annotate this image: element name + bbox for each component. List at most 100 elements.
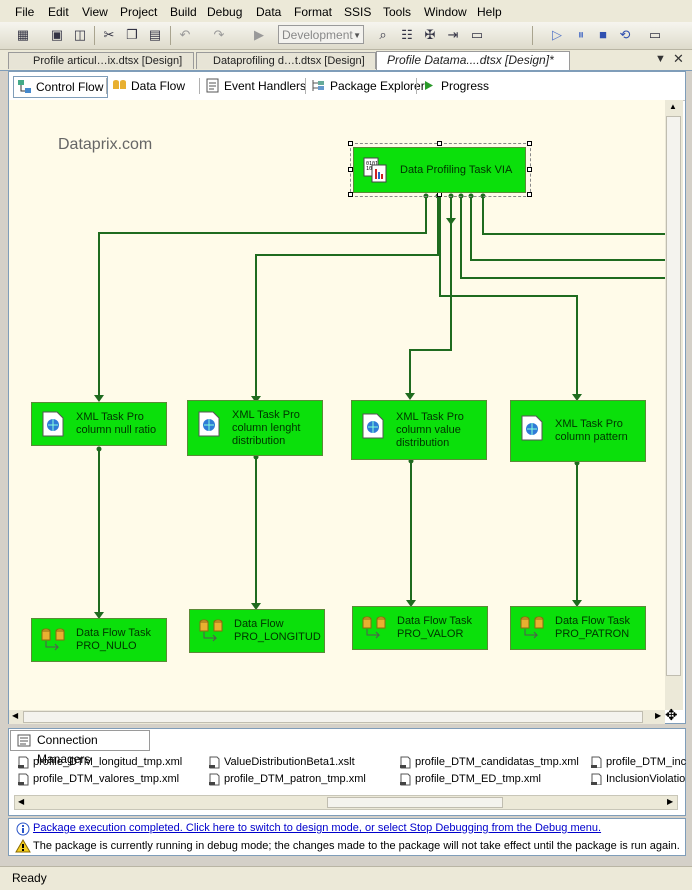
connection-managers-scrollbar[interactable]: ◀ ▶	[14, 795, 678, 810]
menu-bar: File Edit View Project Build Debug Data …	[0, 0, 692, 23]
stop-icon[interactable]: ■	[599, 27, 607, 42]
copy-icon[interactable]: ❐	[126, 27, 138, 42]
constraint-root-xml4	[409, 196, 452, 393]
horizontal-scroll-thumb[interactable]	[23, 711, 643, 723]
document-tabs: Profile articul…ix.dtsx [Design] Datapro…	[0, 50, 692, 71]
scroll-right-icon[interactable]: ▶	[655, 711, 662, 720]
tools-icon[interactable]: ✠	[424, 27, 436, 42]
control-flow-canvas[interactable]: Dataprix.com 01011010 Data Profiling Tas…	[9, 100, 665, 710]
file-connection-icon	[18, 756, 29, 769]
vertical-scroll-thumb[interactable]	[666, 116, 681, 676]
file-connection-icon	[400, 756, 411, 769]
continue-icon[interactable]: ▷	[552, 27, 562, 42]
connection-item[interactable]: profile_DTM_longitud_tmp.xml	[18, 756, 182, 769]
menu-file[interactable]: File	[15, 5, 35, 19]
data-profiling-task[interactable]: 01011010 Data Profiling Task VIA	[353, 147, 526, 193]
connection-item[interactable]: profile_DTM_ED_tmp.xml	[400, 773, 541, 786]
data-flow-task-patron[interactable]: Data Flow Task PRO_PATRON	[510, 606, 646, 650]
xml-task-null-ratio[interactable]: XML Task Pro column null ratio	[31, 402, 167, 446]
xml-task-icon	[42, 411, 64, 437]
tab-event-handlers[interactable]: Event Handlers	[202, 76, 306, 96]
vertical-scrollbar[interactable]: ▲	[665, 100, 683, 710]
constraint-root-xml2	[255, 196, 439, 396]
save-icon[interactable]: ▣	[50, 27, 64, 42]
info-icon	[16, 822, 30, 836]
tab-data-flow[interactable]: Data Flow	[109, 76, 185, 96]
file-connection-icon	[209, 756, 220, 769]
scroll-right-icon[interactable]: ▶	[667, 797, 674, 806]
xml-task-length-distribution[interactable]: XML Task Pro column lenght distribution	[187, 400, 323, 456]
xml-task-icon	[362, 413, 384, 439]
menu-view[interactable]: View	[82, 5, 108, 19]
tab-doc-1[interactable]: Profile articul…ix.dtsx [Design]	[8, 52, 194, 69]
menu-build[interactable]: Build	[170, 5, 197, 19]
xml-task-pattern[interactable]: XML Task Pro column pattern	[510, 400, 646, 462]
data-flow-task-valor[interactable]: Data Flow Task PRO_VALOR	[352, 606, 488, 650]
window-icon[interactable]: ▭	[470, 27, 484, 42]
event-handlers-icon	[206, 78, 219, 93]
connection-item[interactable]: profile_DTM_candidatas_tmp.xml	[400, 756, 579, 769]
menu-format[interactable]: Format	[294, 5, 333, 19]
connection-item[interactable]: profile_DTM_inc	[591, 756, 692, 768]
tab-progress[interactable]: Progress	[419, 76, 489, 96]
move-icon[interactable]: ✥	[665, 707, 678, 724]
cut-icon[interactable]: ✂	[103, 27, 115, 42]
menu-data[interactable]: Data	[256, 5, 282, 19]
connection-item[interactable]: InclusionViolatio	[591, 773, 692, 785]
connection-managers-icon	[17, 734, 31, 747]
progress-icon	[425, 81, 433, 90]
constraint-root-right-2	[470, 196, 665, 261]
comment-icon[interactable]: ▭	[648, 27, 662, 42]
import-icon[interactable]: ⇥	[447, 27, 459, 42]
menu-window[interactable]: Window	[424, 5, 467, 19]
menu-debug[interactable]: Debug	[207, 5, 243, 19]
restart-icon[interactable]: ⟲	[619, 27, 631, 42]
scroll-left-icon[interactable]: ◀	[18, 797, 25, 806]
connection-item[interactable]: profile_DTM_valores_tmp.xml	[18, 773, 179, 786]
data-flow-icon	[113, 80, 126, 89]
tab-doc-2[interactable]: Dataprofiling d…t.dtsx [Design]	[196, 52, 376, 69]
paste-icon[interactable]: ▤	[148, 27, 162, 42]
file-connection-icon	[18, 773, 29, 786]
start-icon[interactable]: ▶	[254, 27, 264, 42]
tab-dropdown-icon[interactable]: ▼	[655, 53, 666, 65]
configuration-select[interactable]: Development▼	[278, 25, 364, 44]
file-connection-icon	[591, 773, 602, 785]
precedence-constraints	[94, 193, 665, 619]
file-connection-icon	[400, 773, 411, 786]
horizontal-scrollbar[interactable]: ◀ ▶	[9, 710, 665, 724]
save-all-icon[interactable]: ◫	[73, 27, 87, 42]
scroll-up-icon[interactable]: ▲	[669, 102, 677, 111]
menu-edit[interactable]: Edit	[48, 5, 69, 19]
pause-icon[interactable]: ⏸	[577, 27, 585, 42]
svg-text:0101: 0101	[366, 161, 378, 167]
redo-icon[interactable]: ↷	[213, 27, 225, 42]
data-flow-icon	[362, 616, 386, 639]
file-connection-icon	[591, 756, 602, 768]
tab-doc-3[interactable]: Profile Datama....dtsx [Design]*	[376, 51, 570, 70]
connection-item[interactable]: ValueDistributionBeta1.xslt	[209, 756, 355, 769]
scroll-left-icon[interactable]: ◀	[12, 711, 19, 720]
properties-icon[interactable]: ☷	[401, 27, 413, 42]
menu-project[interactable]: Project	[120, 5, 158, 19]
find-icon[interactable]: ⌕	[379, 27, 387, 42]
data-flow-task-nulo[interactable]: Data Flow Task PRO_NULO	[31, 618, 167, 662]
switch-to-design-link[interactable]: Package execution completed. Click here …	[33, 822, 602, 834]
connection-item[interactable]: profile_DTM_patron_tmp.xml	[209, 773, 366, 786]
undo-icon[interactable]: ↶	[179, 27, 191, 42]
xml-task-value-distribution[interactable]: XML Task Pro column value distribution	[351, 400, 487, 460]
menu-help[interactable]: Help	[477, 5, 502, 19]
menu-tools[interactable]: Tools	[383, 5, 412, 19]
tab-package-explorer[interactable]: Package Explorer	[308, 76, 425, 96]
data-flow-task-longitud[interactable]: Data Flow PRO_LONGITUD	[189, 609, 325, 653]
constraint-root-xml3	[439, 196, 578, 394]
menu-ssis[interactable]: SSIS	[344, 5, 372, 19]
connection-scroll-thumb[interactable]	[327, 797, 503, 808]
close-icon[interactable]: ✕	[673, 51, 684, 66]
tab-control-flow[interactable]: Control Flow	[13, 76, 109, 98]
new-project-icon[interactable]: ▦	[16, 27, 30, 42]
tab-connection-managers[interactable]: Connection Managers	[10, 730, 150, 766]
data-profiling-icon: 01011010	[363, 157, 387, 183]
control-flow-icon	[18, 80, 31, 93]
constraint-root-right-3	[482, 196, 665, 235]
